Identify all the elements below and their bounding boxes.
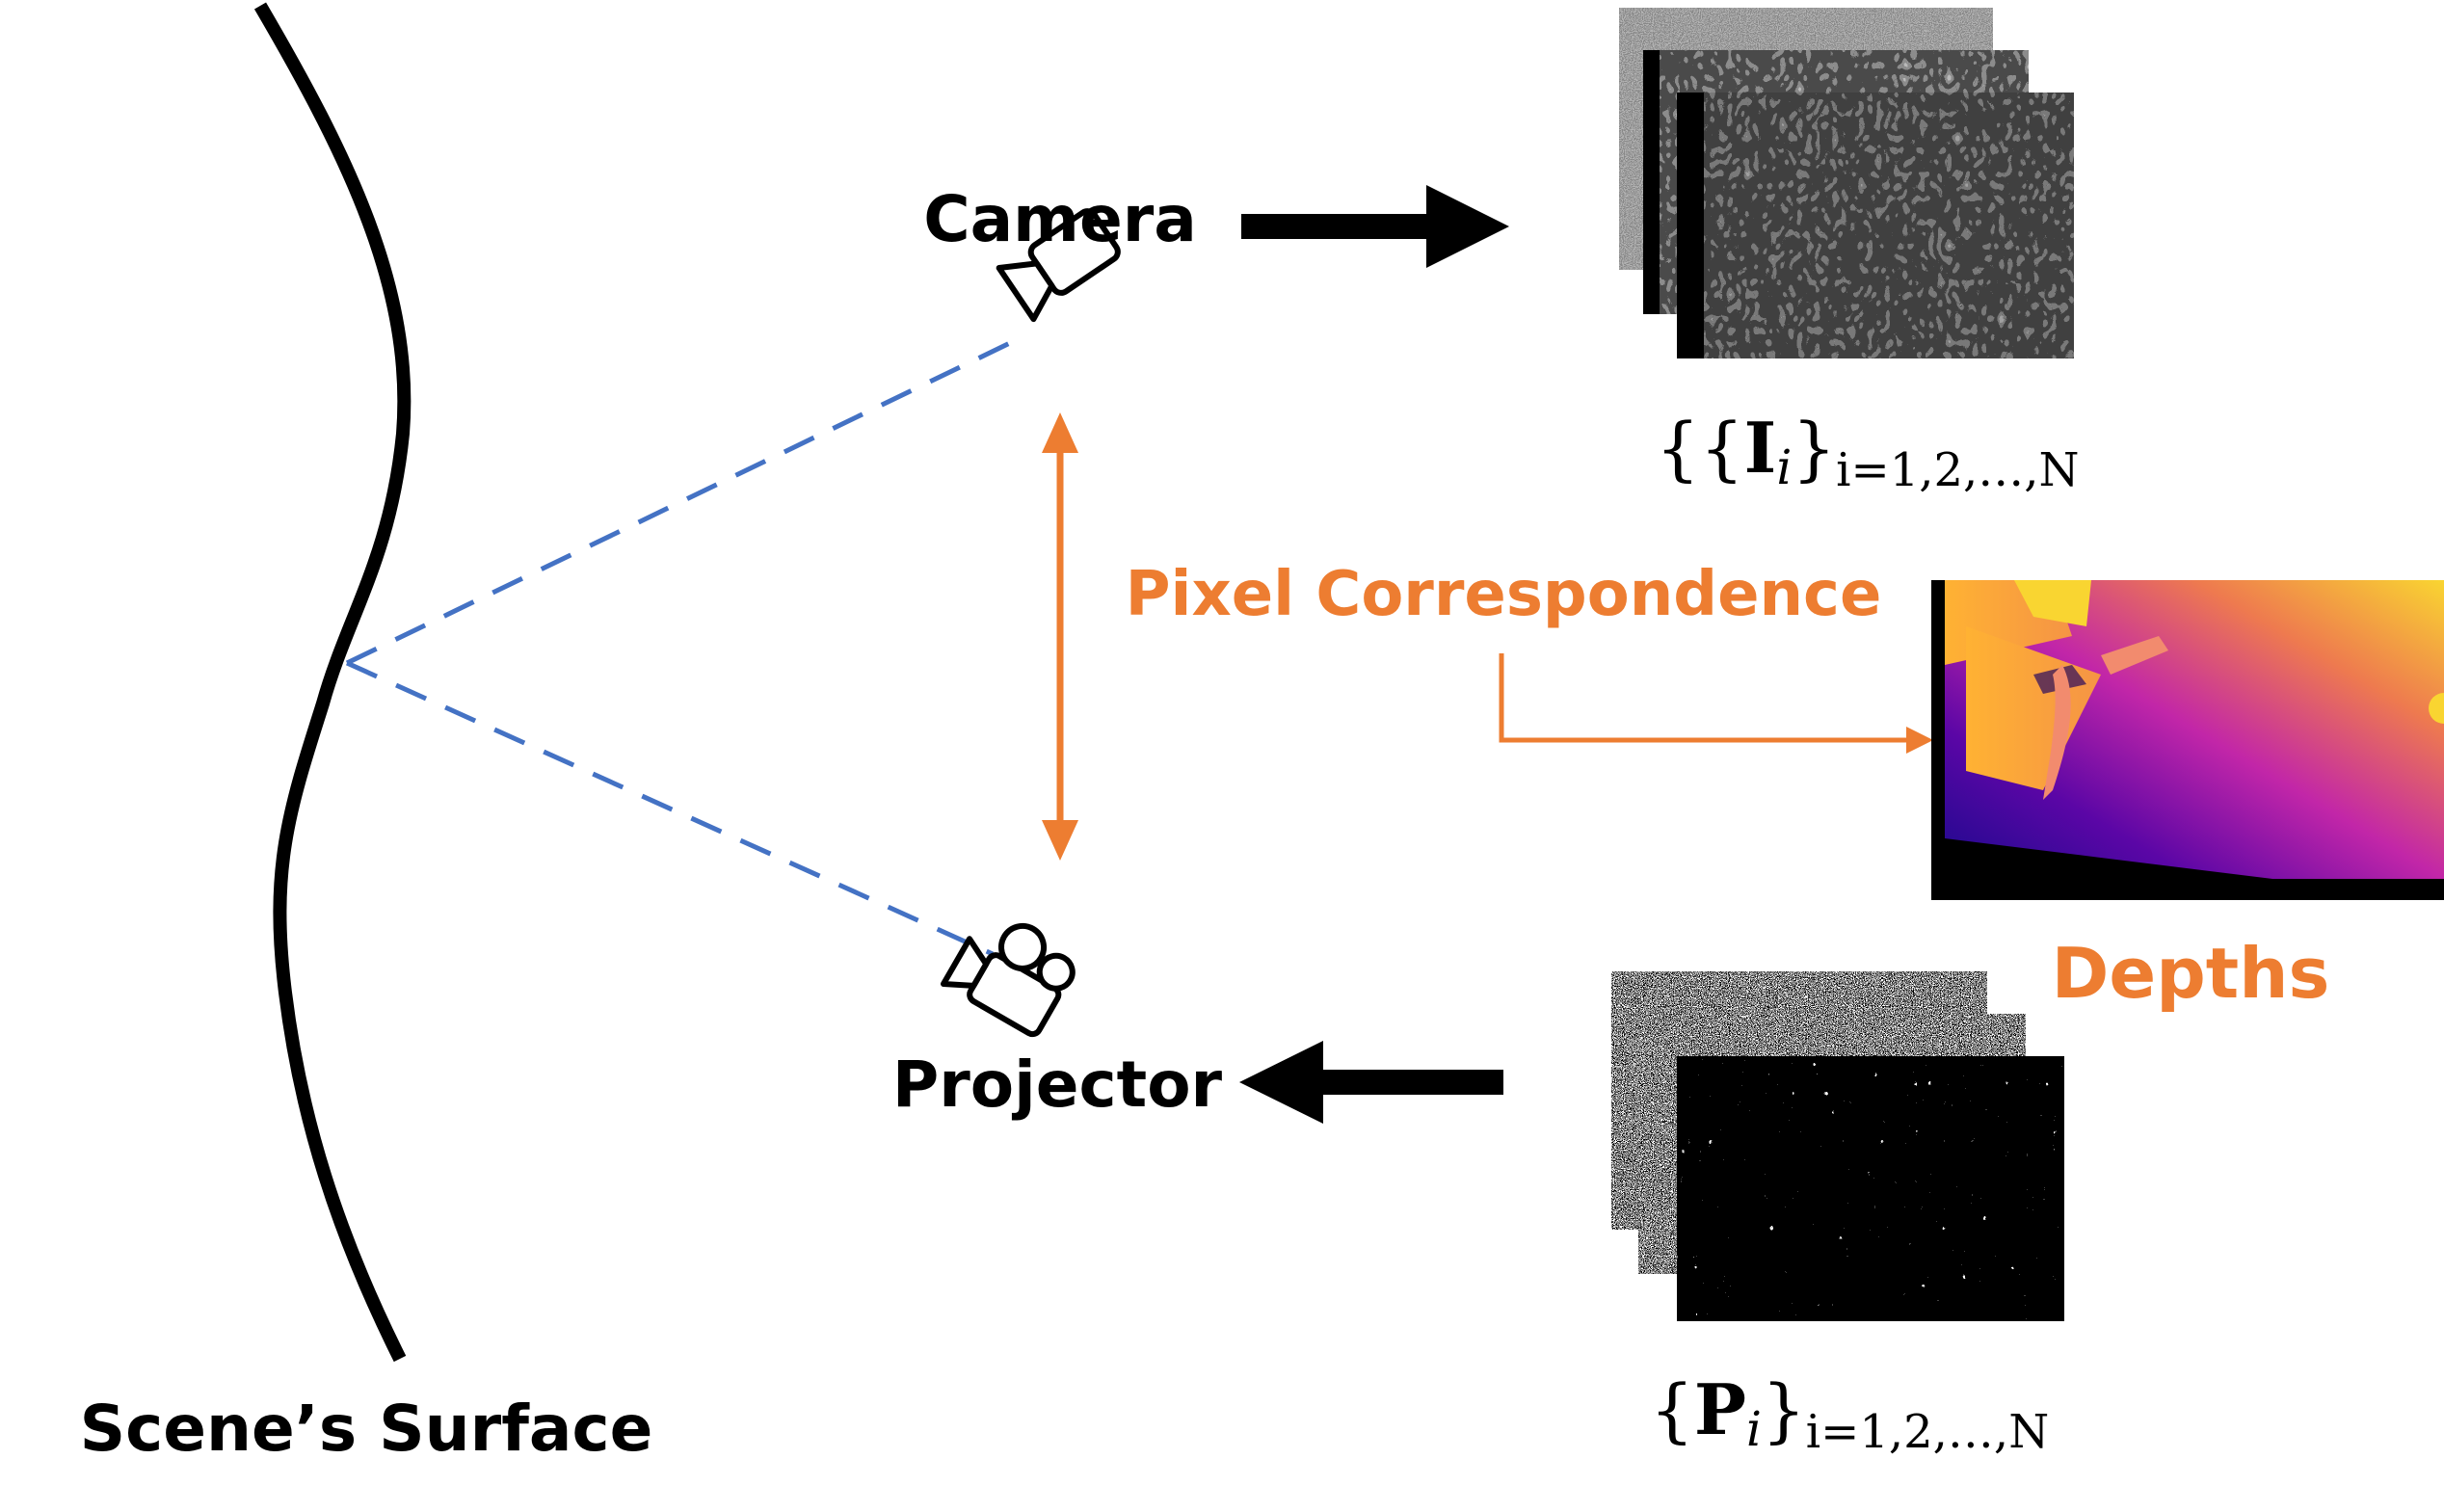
formula-symbol: I — [1744, 407, 1777, 489]
formula-subscript: i — [1746, 1401, 1762, 1457]
projected-pattern-stack — [1611, 971, 2064, 1321]
projector-camera-icon — [941, 922, 1076, 1038]
formula-close-brace: } — [1792, 408, 1836, 489]
formula-range: i=1,2,…,N — [1836, 443, 2079, 497]
projector-label: Projector — [892, 1048, 1223, 1122]
scene-surface-curve — [253, 2, 412, 1363]
formula-open-braces: {{ — [1656, 408, 1744, 489]
surface-label: Scene’s Surface — [80, 1392, 653, 1466]
projector-ray — [345, 660, 995, 957]
video-camera-icon — [996, 208, 1121, 323]
camera-label: Camera — [923, 182, 1197, 256]
captured-image-stack — [1619, 8, 2074, 358]
correspondence-double-arrow — [1042, 412, 1078, 861]
correspondence-to-depth-connector — [1499, 653, 1933, 754]
captured-images-formula: {{Ii}i=1,2,…,N — [1656, 407, 2080, 497]
camera-to-images-arrow — [1241, 185, 1509, 268]
projected-pattern-front — [1677, 1056, 2064, 1321]
formula-open-brace: { — [1650, 1369, 1694, 1450]
captured-image-front — [1677, 93, 2074, 358]
camera-ray — [345, 339, 1014, 666]
patterns-to-projector-arrow — [1239, 1041, 1503, 1124]
projected-patterns-formula: {Pi}i=1,2,…,N — [1650, 1368, 2049, 1459]
depth-map — [1931, 580, 2444, 900]
depths-label: Depths — [2052, 933, 2330, 1014]
formula-symbol: P — [1694, 1368, 1746, 1450]
pixel-correspondence-label: Pixel Correspondence — [1126, 559, 1882, 630]
formula-subscript: i — [1776, 439, 1792, 495]
formula-range: i=1,2,…,N — [1806, 1405, 2049, 1459]
formula-close-brace: } — [1762, 1369, 1806, 1450]
